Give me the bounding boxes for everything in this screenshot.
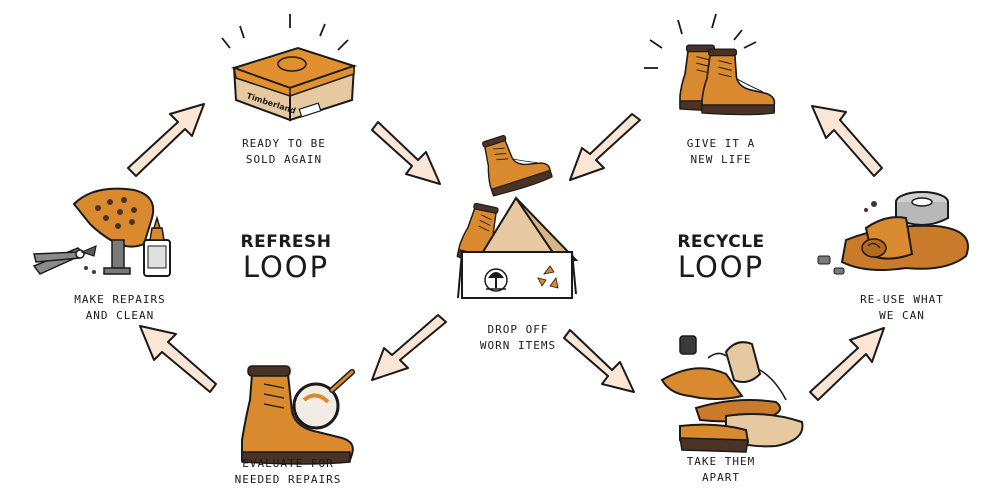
repair-illustration [32, 187, 171, 277]
recycle-loop-title: RECYCLE LOOP [656, 232, 786, 282]
step-ready-line2: SOLD AGAIN [245, 153, 323, 166]
step-ready-caption: READY TO BE SOLD AGAIN [204, 136, 364, 168]
arrow-reuse-to-newlife [811, 105, 883, 177]
step-apart-line2: APART [701, 471, 741, 484]
step-repairs-caption: MAKE REPAIRS AND CLEAN [40, 292, 200, 324]
step-ready-line1: READY TO BE [242, 137, 326, 150]
step-newlife-line1: GIVE IT A [686, 137, 756, 150]
step-newlife-caption: GIVE IT A NEW LIFE [641, 136, 801, 168]
step-reuse-line2: WE CAN [879, 309, 925, 322]
step-reuse-caption: RE-USE WHAT WE CAN [822, 292, 982, 324]
step-dropoff-caption: DROP OFF WORN ITEMS [438, 322, 598, 354]
dropoff-illustration [456, 124, 579, 299]
arrow-dropoff-to-evaluate [371, 314, 447, 381]
evaluate-illustration [241, 365, 355, 465]
step-reuse-line1: RE-USE WHAT [860, 293, 944, 306]
arrow-newlife-to-dropoff [569, 113, 641, 181]
recycle-title-line2: LOOP [677, 250, 765, 284]
arrow-ready-to-dropoff [371, 121, 441, 185]
recycle-icon [537, 265, 559, 289]
step-repairs-line1: MAKE REPAIRS [74, 293, 166, 306]
step-evaluate-line2: NEEDED REPAIRS [234, 473, 342, 486]
step-repairs-line2: AND CLEAN [85, 309, 155, 322]
step-evaluate-line1: EVALUATE FOR [242, 457, 334, 470]
refresh-title-line2: LOOP [242, 250, 330, 284]
sparkle-lines-right [644, 13, 757, 69]
step-apart-line1: TAKE THEM [686, 455, 756, 468]
shoebox-illustration: Timberland [221, 14, 358, 122]
refresh-loop-title: REFRESH LOOP [221, 232, 351, 282]
step-evaluate-caption: EVALUATE FOR NEEDED REPAIRS [208, 456, 368, 488]
step-dropoff-line2: WORN ITEMS [479, 339, 557, 352]
step-newlife-line2: NEW LIFE [690, 153, 752, 166]
reuse-illustration [817, 191, 969, 275]
arrow-apart-to-reuse [809, 327, 885, 401]
step-dropoff-line1: DROP OFF [487, 323, 549, 336]
arrow-evaluate-to-repairs [139, 325, 217, 393]
loop-arrows [127, 103, 885, 401]
arrow-repairs-to-ready [127, 103, 205, 177]
step-apart-caption: TAKE THEM APART [641, 454, 801, 486]
newlife-illustration [644, 13, 776, 116]
refresh-title-line1: REFRESH [240, 232, 332, 252]
sparkle-lines [221, 14, 349, 51]
arrow-dropoff-to-apart [563, 329, 635, 393]
recycle-title-line1: RECYCLE [677, 232, 765, 252]
apart-illustration [660, 335, 804, 453]
